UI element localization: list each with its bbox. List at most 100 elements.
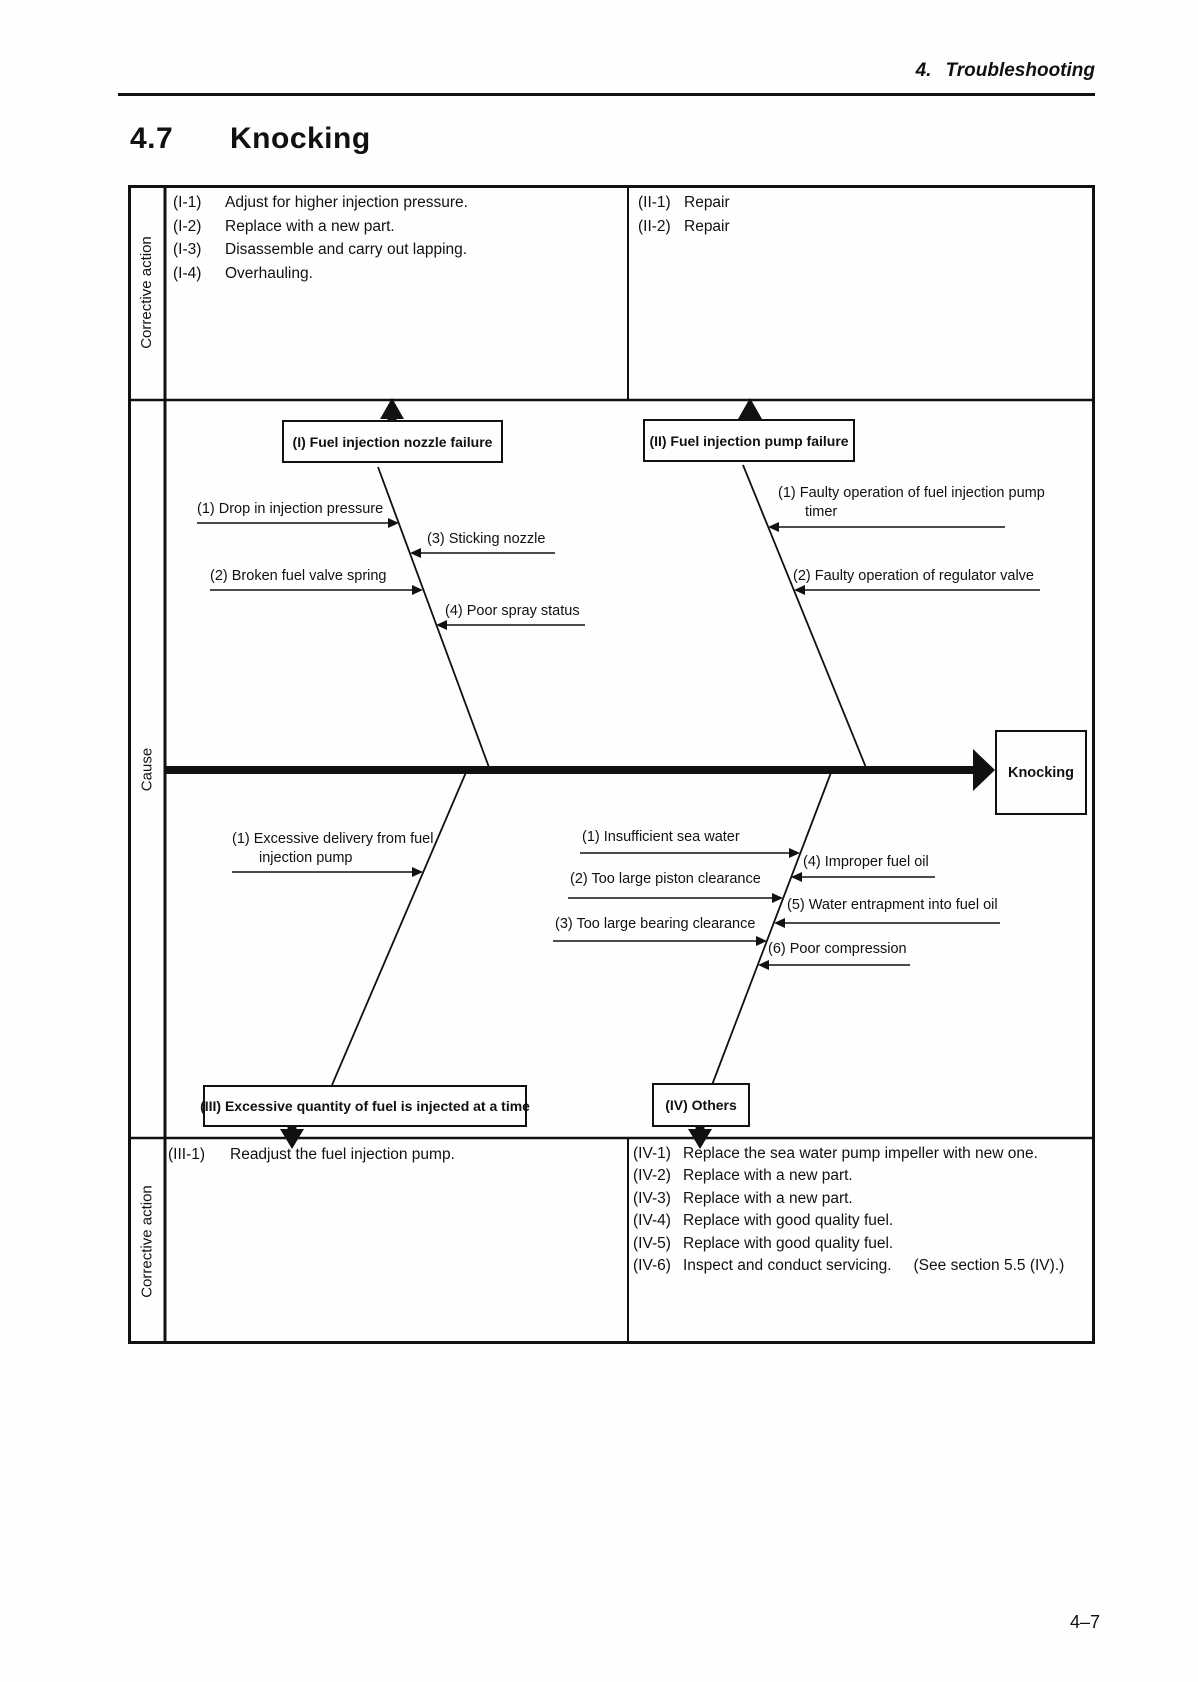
cause-label: (6) Poor compression: [768, 941, 907, 957]
cause-label: (1) Drop in injection pressure: [197, 501, 384, 517]
list-item: (I-2) Replace with a new part.: [173, 215, 468, 239]
table-outer-border: [128, 185, 1095, 1344]
list-item: (IV-3) Replace with a new part.: [633, 1188, 1064, 1210]
action-id: (III-1): [168, 1146, 206, 1163]
section-title-text: Knocking: [230, 122, 371, 155]
action-text: Replace with a new part.: [683, 1167, 853, 1185]
section-title: 4.7 Knocking: [130, 122, 371, 156]
cause-label: (1) Excessive delivery from fuel injecti…: [232, 831, 434, 866]
branch-I-line: [377, 466, 491, 771]
action-id: (IV-6): [633, 1257, 671, 1275]
branch-IV-arrow-stem: [695, 1123, 705, 1131]
corrective-actions-II: (II-1) Repair (II-2) Repair: [638, 191, 730, 238]
cause-I3-arrow: [410, 548, 421, 558]
action-id: (II-1): [638, 194, 671, 211]
corrective-actions-I: (I-1) Adjust for higher injection pressur…: [173, 191, 468, 285]
action-text: Replace with good quality fuel.: [683, 1234, 894, 1252]
action-id: (II-2): [638, 217, 671, 235]
cause-label: (4) Improper fuel oil: [803, 854, 929, 870]
cause-IV6-arrow: [758, 960, 769, 970]
action-id: (I-2): [173, 217, 202, 235]
action-id: (IV-3): [633, 1189, 671, 1207]
action-id: (I-4): [173, 264, 202, 282]
branch-IV-line: [711, 769, 833, 1086]
action-text: Readjust the fuel injection pump.: [230, 1146, 455, 1163]
cause-label: (3) Sticking nozzle: [427, 531, 546, 547]
list-item: (IV-5) Replace with good quality fuel.: [633, 1233, 1064, 1255]
list-item: (II-1) Repair: [638, 191, 730, 215]
list-item: (I-1) Adjust for higher injection pressur…: [173, 191, 468, 215]
list-item: (IV-4) Replace with good quality fuel.: [633, 1210, 1064, 1232]
action-text: Replace with good quality fuel.: [683, 1212, 894, 1230]
action-id: (IV-2): [633, 1167, 671, 1185]
action-text: Inspect and conduct servicing.: [683, 1257, 892, 1275]
cause-label: (5) Water entrapment into fuel oil: [787, 897, 998, 913]
branch-box-IV: (IV) Others: [652, 1083, 750, 1127]
branch-box-II: (II) Fuel injection pump failure: [643, 419, 855, 462]
list-item: (II-2) Repair: [638, 215, 730, 239]
action-text: Repair: [684, 217, 730, 235]
branch-III-line: [331, 769, 468, 1086]
list-item: (IV-2) Replace with a new part.: [633, 1165, 1064, 1187]
action-text: Overhauling.: [225, 264, 313, 282]
spine-arrowhead: [973, 749, 995, 791]
cause-I1-arrow: [388, 518, 399, 528]
action-text: Replace the sea water pump impeller with…: [683, 1145, 1038, 1162]
branch-II-line: [742, 464, 868, 771]
page-number: 4–7: [1069, 1612, 1100, 1632]
branch-IV-down-arrow: [688, 1129, 712, 1149]
cause-IV4-arrow: [791, 872, 802, 882]
list-item: (I-4) Overhauling.: [173, 262, 468, 286]
action-text: Adjust for higher injection pressure.: [225, 194, 468, 211]
action-text: Replace with a new part.: [225, 217, 395, 235]
cause-label: (3) Too large bearing clearance: [555, 916, 756, 932]
cause-I2-arrow: [412, 585, 423, 595]
action-id: (I-1): [173, 194, 202, 211]
branch-III-down-arrow: [280, 1129, 304, 1149]
section-number: 4.7: [130, 122, 174, 155]
action-id: (IV-4): [633, 1212, 671, 1230]
list-item: (III-1) Readjust the fuel injection pump.: [168, 1143, 455, 1167]
action-text: Repair: [684, 194, 730, 211]
cause-label: (2) Faulty operation of regulator valve: [793, 568, 1034, 584]
action-text: Replace with a new part.: [683, 1189, 853, 1207]
fishbone-diagram: Corrective action Cause Corrective actio…: [128, 185, 1095, 1344]
cause-II2-arrow: [794, 585, 805, 595]
cause-IV3-arrow: [756, 936, 767, 946]
cause-label: (4) Poor spray status: [445, 603, 580, 619]
corrective-actions-III: (III-1) Readjust the fuel injection pump.: [168, 1143, 455, 1167]
cause-IV2-arrow: [772, 893, 783, 903]
page-header: 4. Troubleshooting: [0, 60, 1095, 82]
list-item: (IV-6) Inspect and conduct servicing. (See…: [633, 1255, 1064, 1277]
action-text: Disassemble and carry out lapping.: [225, 241, 468, 258]
action-note: (See section 5.5 (IV).): [913, 1257, 1065, 1275]
cause-label: (1) Faulty operation of fuel injection p…: [778, 485, 1045, 520]
list-item: (I-3) Disassemble and carry out lapping.: [173, 238, 468, 262]
row-label-corrective-action-bottom: Corrective action: [138, 1185, 156, 1298]
effect-box-knocking: Knocking: [995, 730, 1087, 815]
cause-label: (2) Too large piston clearance: [570, 871, 761, 887]
cause-I4-arrow: [436, 620, 447, 630]
cause-label: (1) Insufficient sea water: [582, 829, 740, 845]
cause-label: (2) Broken fuel valve spring: [210, 568, 387, 584]
row-label-cause: Cause: [138, 747, 156, 792]
action-id: (IV-5): [633, 1234, 671, 1252]
branch-box-III: (III) Excessive quantity of fuel is inje…: [200, 1085, 530, 1127]
corrective-actions-IV: (IV-1) Replace the sea water pump impelle…: [633, 1143, 1064, 1277]
branch-box-I: (I) Fuel injection nozzle failure: [282, 420, 503, 463]
chapter-number: 4.: [915, 60, 932, 81]
action-id: (I-3): [173, 241, 202, 258]
cause-II1-arrow: [768, 522, 779, 532]
branch-III-arrow-stem: [287, 1123, 297, 1131]
row-label-corrective-action-top: Corrective action: [138, 236, 155, 349]
branch-II-up-arrow: [738, 398, 762, 419]
chapter-title: Troubleshooting: [945, 60, 1095, 81]
cause-IV1-arrow: [789, 848, 800, 858]
fishbone-lines-svg: [128, 185, 1095, 1344]
action-id: (IV-1): [633, 1145, 671, 1162]
cause-III1-arrow: [412, 867, 423, 877]
list-item: (IV-1) Replace the sea water pump impelle…: [633, 1143, 1064, 1165]
header-rule: [118, 93, 1095, 96]
cause-IV5-arrow: [774, 918, 785, 928]
